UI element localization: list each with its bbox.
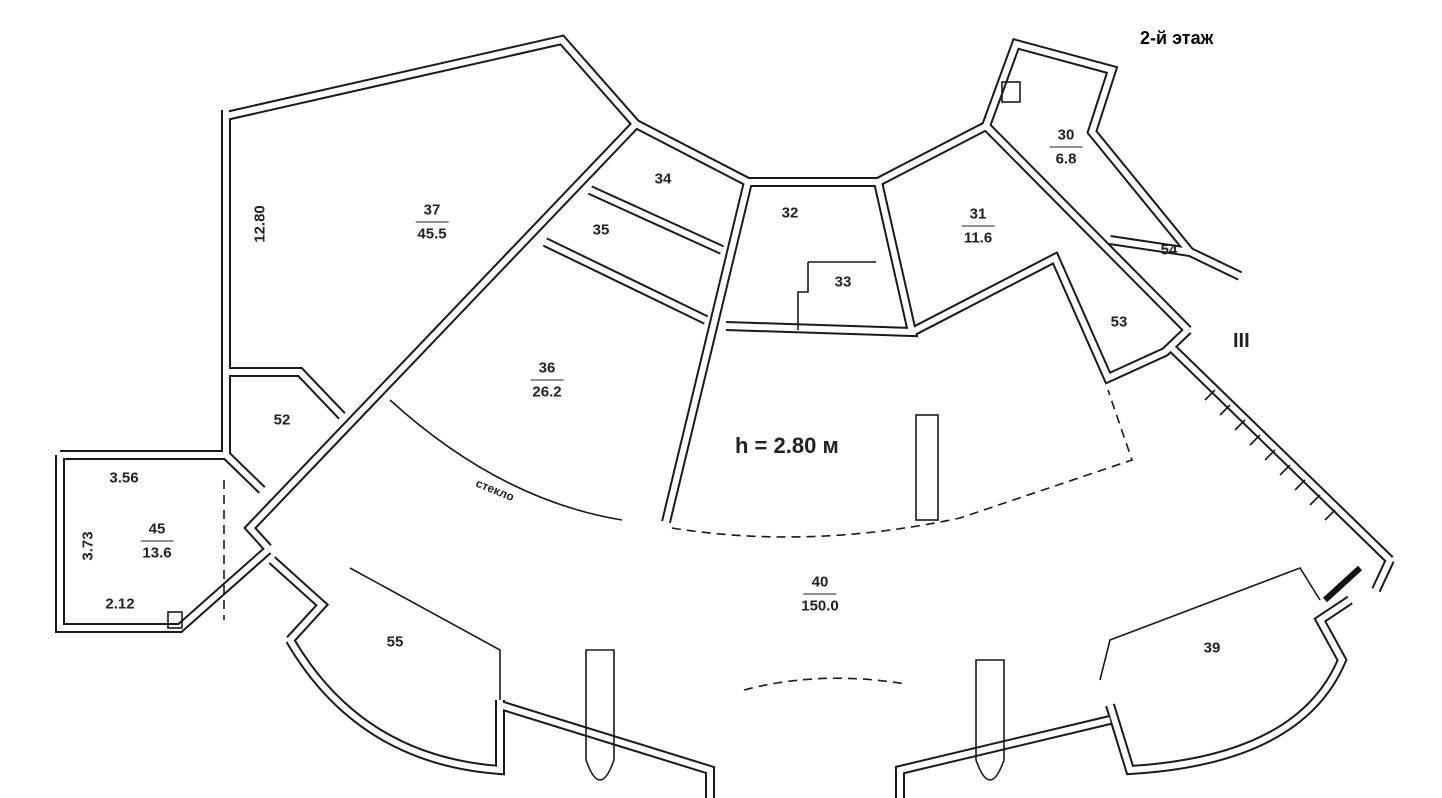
wall-inner bbox=[1109, 237, 1191, 255]
dimension-room37-height: 12.80 bbox=[251, 205, 269, 243]
walls-inner bbox=[57, 36, 1393, 798]
wall bbox=[895, 715, 1112, 798]
room-55-partition bbox=[349, 567, 501, 700]
room-area: 11.6 bbox=[963, 229, 993, 247]
room-31: 31 11.6 bbox=[961, 206, 995, 247]
wall-inner bbox=[1373, 558, 1393, 592]
room-number: 31 bbox=[961, 206, 995, 227]
wall bbox=[285, 637, 505, 776]
room-54: 54 bbox=[1160, 241, 1178, 259]
glass-partition bbox=[389, 399, 623, 521]
room-55: 55 bbox=[386, 633, 404, 651]
wall-inner bbox=[499, 702, 713, 798]
room-32: 32 bbox=[781, 204, 799, 222]
walls bbox=[55, 34, 1395, 798]
column-right bbox=[975, 659, 1005, 781]
room-33-partition bbox=[797, 261, 876, 330]
floor-title: 2-й этаж bbox=[1140, 28, 1214, 48]
wall-inner bbox=[269, 557, 327, 643]
room-number: 37 bbox=[415, 202, 449, 223]
stair-mark bbox=[1322, 565, 1363, 603]
room-53: 53 bbox=[1110, 313, 1128, 331]
wall-inner bbox=[897, 717, 1111, 798]
dimension-room45-side: 3.73 bbox=[79, 531, 97, 561]
wall-inner bbox=[588, 187, 724, 253]
wall-inner bbox=[725, 181, 916, 336]
wall-inner bbox=[910, 253, 1191, 382]
room-37: 37 45.5 bbox=[415, 202, 449, 243]
room-39: 39 bbox=[1203, 639, 1221, 657]
wall-inner bbox=[543, 239, 708, 323]
dimension-room45-top: 3.56 bbox=[109, 469, 139, 487]
room-45: 45 13.6 bbox=[140, 521, 174, 562]
column bbox=[915, 414, 939, 521]
window-ticks bbox=[1204, 389, 1336, 521]
column-left bbox=[585, 649, 615, 781]
room-34: 34 bbox=[654, 170, 672, 188]
room-area: 6.8 bbox=[1055, 150, 1077, 168]
room-36: 36 26.2 bbox=[530, 360, 564, 401]
room-number: 30 bbox=[1049, 127, 1083, 148]
wall-inner bbox=[245, 121, 639, 551]
dashed-arc bbox=[743, 677, 907, 691]
room-number: 40 bbox=[803, 574, 837, 595]
wall-inner bbox=[60, 452, 265, 493]
room-area: 13.6 bbox=[142, 544, 172, 562]
room-number: 45 bbox=[140, 521, 174, 542]
wall bbox=[498, 700, 715, 798]
room-52: 52 bbox=[273, 411, 291, 429]
room-number: 36 bbox=[530, 360, 564, 381]
room-35: 35 bbox=[592, 221, 610, 239]
axis-label: III bbox=[1233, 330, 1250, 352]
room-33: 33 bbox=[834, 273, 852, 291]
wall-inner bbox=[223, 110, 345, 419]
wall-inner bbox=[663, 181, 751, 523]
room-area: 150.0 bbox=[801, 597, 839, 615]
ceiling-height: h = 2.80 м bbox=[735, 433, 839, 458]
wall-inner bbox=[983, 123, 1191, 333]
shaft-box bbox=[167, 611, 183, 629]
wall bbox=[1105, 595, 1353, 776]
shaft-box bbox=[1001, 81, 1021, 103]
wall-inner bbox=[1107, 597, 1352, 774]
room-39-partition bbox=[1099, 567, 1321, 681]
dimension-room45-bottom: 2.12 bbox=[105, 595, 135, 613]
dashed-outline bbox=[671, 389, 1134, 538]
wall-inner bbox=[1169, 345, 1393, 563]
room-area: 45.5 bbox=[417, 225, 447, 243]
room-area: 26.2 bbox=[532, 383, 562, 401]
room-40: 40 150.0 bbox=[801, 574, 839, 615]
wall-inner bbox=[287, 638, 503, 774]
